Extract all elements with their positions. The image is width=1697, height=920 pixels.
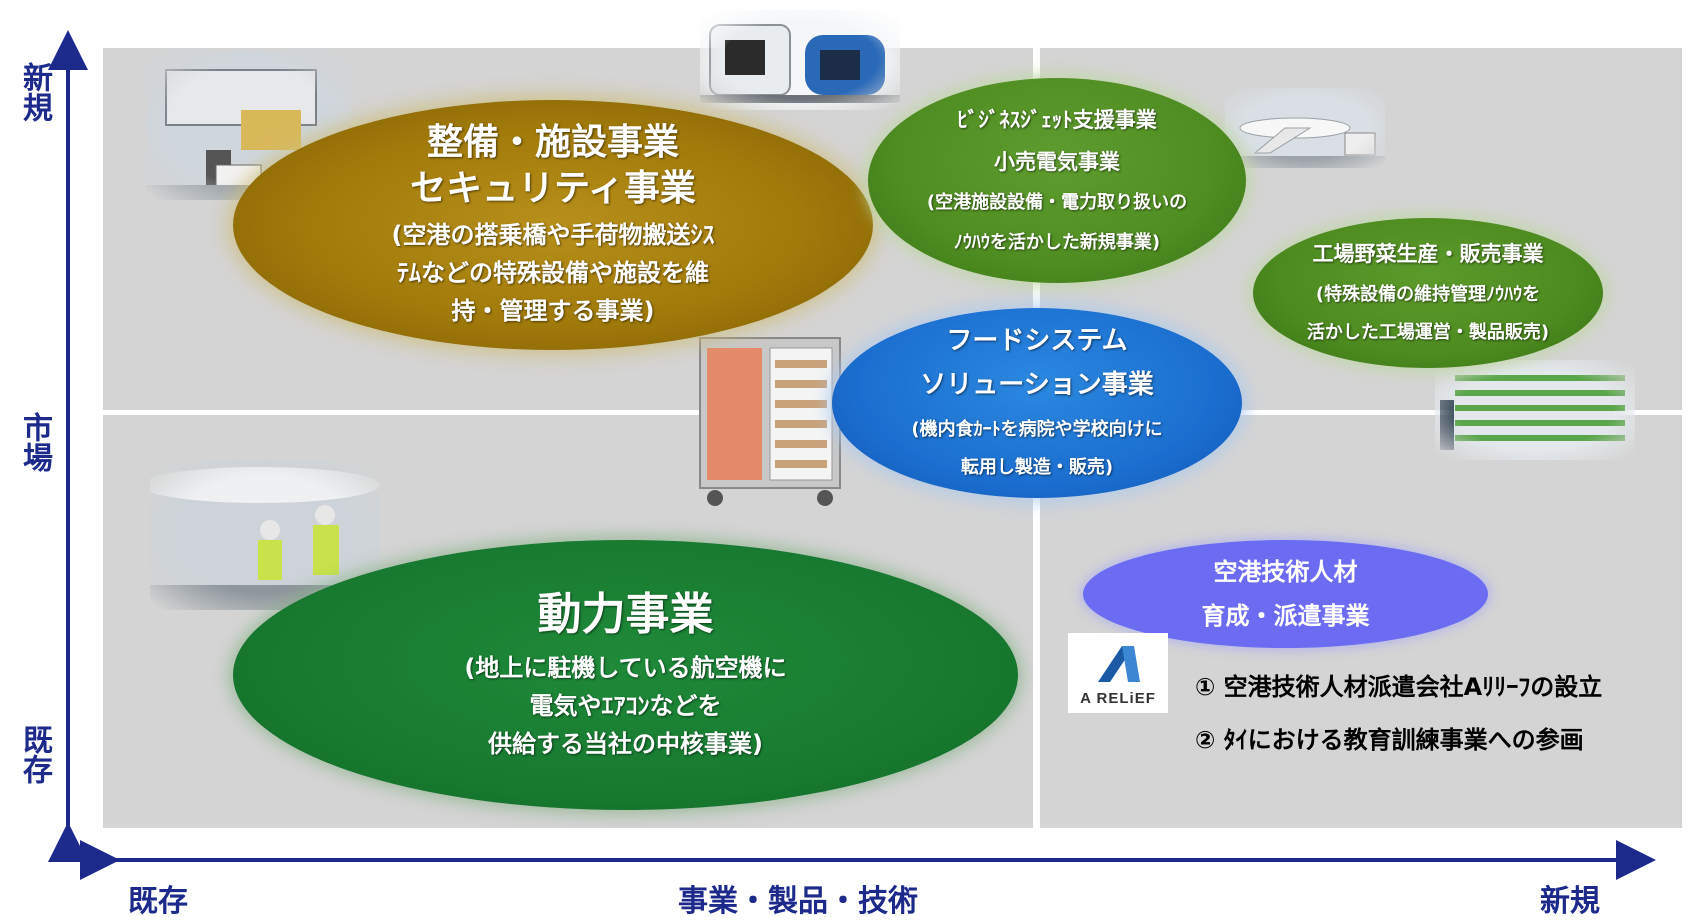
x-axis-right-label: 新規 <box>1540 884 1600 919</box>
bizjet-sub-1: (空港施設設備・電力取り扱いの <box>926 191 1188 213</box>
bizjet-sub-2: ﾉｳﾊｳを活かした新規事業) <box>953 231 1161 253</box>
meal-cart-photo <box>695 330 845 510</box>
vegetable-factory-photo <box>1435 360 1635 460</box>
douryoku-sub-3: 供給する当社の中核事業) <box>488 730 763 758</box>
security-scanner-photo <box>700 10 900 110</box>
koujou-sub-2: 活かした工場運営・製品販売) <box>1306 322 1550 343</box>
koujou-title: 工場野菜生産・販売事業 <box>1312 242 1544 266</box>
xray-scanner-icon <box>700 10 900 110</box>
koujou-sub-1: (特殊設備の維持管理ﾉｳﾊｳを <box>1315 284 1541 305</box>
seibi-sub-1: (空港の搭乗橋や手荷物搬送ｼｽ <box>391 221 715 249</box>
ellipse-airport-engineers: 空港技術人材 育成・派遣事業 <box>1083 540 1488 648</box>
note-2: ② ﾀｲにおける教育訓練事業への参画 <box>1195 726 1584 754</box>
ellipse-power: 動力事業 (地上に駐機している航空機に 電気やｴｱｺﾝなどを 供給する当社の中核… <box>233 540 1018 810</box>
a-relief-logo-text: A RELiEF <box>1080 690 1156 707</box>
douryoku-title: 動力事業 <box>537 589 714 640</box>
ellipse-maintenance-security: 整備・施設事業 セキュリティ事業 (空港の搭乗橋や手荷物搬送ｼｽ ﾃﾑなどの特殊… <box>233 100 873 350</box>
food-title-1: フードシステム <box>946 326 1128 356</box>
meal-cart-icon <box>699 337 841 506</box>
boarding-bridge-photo <box>146 50 351 200</box>
food-sub-1: (機内食ｶｰﾄを病院や学校向けに <box>911 419 1163 440</box>
ellipse-business-jet: ﾋﾞｼﾞﾈｽｼﾞｪｯﾄ支援事業 小売電気事業 (空港施設設備・電力取り扱いの ﾉ… <box>868 78 1246 283</box>
douryoku-sub-2: 電気やｴｱｺﾝなどを <box>529 692 722 720</box>
a-relief-logo-icon <box>1098 646 1140 682</box>
bizjet-title-2: 小売電気事業 <box>994 149 1120 174</box>
airplane-icon <box>1225 88 1385 168</box>
seibi-sub-3: 持・管理する事業) <box>451 297 655 325</box>
bizjet-title-1: ﾋﾞｼﾞﾈｽｼﾞｪｯﾄ支援事業 <box>957 107 1157 132</box>
note-1: ① 空港技術人材派遣会社Aﾘﾘｰﾌの設立 <box>1195 673 1603 701</box>
seibi-sub-2: ﾃﾑなどの特殊設備や施設を維 <box>397 259 709 287</box>
y-axis-bottom-label: 既存 <box>17 724 52 784</box>
jinzai-title-1: 空港技術人材 <box>1213 558 1358 586</box>
a-relief-logo: A RELiEF <box>1068 633 1168 713</box>
plant-rack-icon <box>1435 360 1635 460</box>
douryoku-sub-1: (地上に駐機している航空機に <box>464 654 787 682</box>
x-axis-left-label: 既存 <box>128 884 188 919</box>
jinzai-title-2: 育成・派遣事業 <box>1201 602 1370 630</box>
ellipse-food-system: フードシステム ソリューション事業 (機内食ｶｰﾄを病院や学校向けに 転用し製造… <box>832 308 1242 498</box>
seibi-title-1: 整備・施設事業 <box>426 122 679 163</box>
seibi-title-2: セキュリティ事業 <box>410 168 696 209</box>
x-axis-center-label: 事業・製品・技術 <box>678 884 918 919</box>
food-title-2: ソリューション事業 <box>920 370 1154 400</box>
y-axis-middle-label: 市場 <box>17 412 52 472</box>
business-jet-photo <box>1225 88 1385 168</box>
food-sub-2: 転用し製造・販売) <box>960 457 1114 478</box>
ellipse-vegetable-factory: 工場野菜生産・販売事業 (特殊設備の維持管理ﾉｳﾊｳを 活かした工場運営・製品販… <box>1253 218 1603 368</box>
y-axis-top-label: 新規 <box>17 62 52 122</box>
